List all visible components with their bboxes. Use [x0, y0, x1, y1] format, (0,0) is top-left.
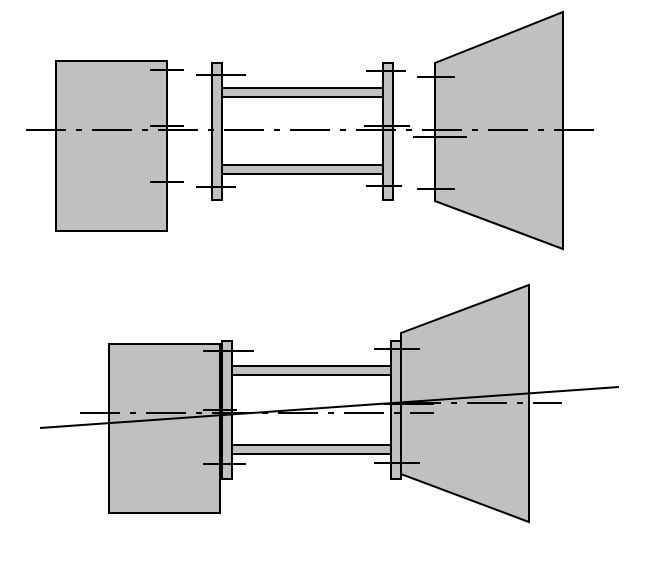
driver-machine-block-misaligned — [108, 343, 221, 514]
aligned-assembly-panel — [26, 10, 598, 251]
aligned-indicator-marks — [150, 69, 467, 190]
misaligned-assembly-panel — [39, 283, 620, 524]
driver-machine-block — [55, 60, 168, 232]
spool-skewed-axis — [39, 386, 620, 429]
spool-bottom-wall — [221, 164, 384, 175]
left-flange — [211, 62, 223, 201]
spool-top-wall-misaligned — [231, 365, 392, 376]
right-flange-misaligned — [390, 340, 402, 480]
right-flange — [382, 62, 394, 201]
spool-bottom-wall-misaligned — [231, 444, 392, 455]
coupling-spool — [211, 62, 394, 201]
spool-top-wall — [221, 87, 384, 98]
misaligned-indicator-marks — [203, 348, 434, 465]
coupling-spool-misaligned — [219, 340, 402, 513]
